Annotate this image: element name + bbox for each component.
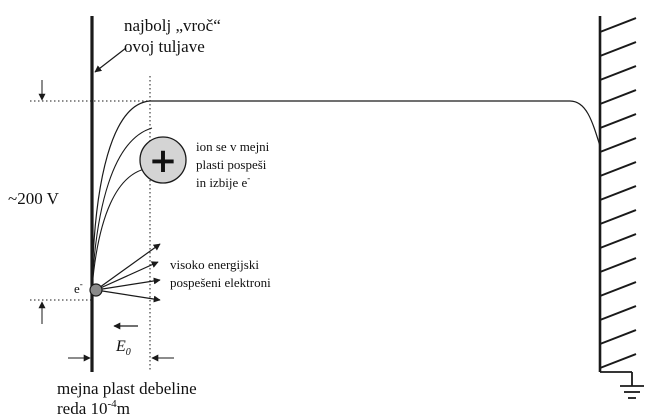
ion-label-line1: ion se v mejni	[196, 139, 270, 154]
electrons-label-line1: visoko energijski	[170, 257, 259, 272]
ion-label-line3: in izbije e-	[196, 173, 250, 190]
hottest-shell-arrow	[94, 47, 127, 73]
ion-trajectory-lower	[91, 167, 151, 289]
electrons-label-line2: pospešeni elektroni	[170, 275, 271, 290]
voltage-label: ~200 V	[8, 189, 60, 208]
ion-trajectory-upper	[91, 127, 153, 289]
ion-plus-sign: +	[149, 141, 178, 181]
hottest-shell-label-line1: najbolj „vroč“	[124, 16, 221, 35]
potential-curve	[91, 100, 601, 289]
hottest-shell-label-line2: ovoj tuljave	[124, 37, 205, 56]
electron-emission-arrows	[95, 243, 161, 303]
field-label: E0	[115, 338, 131, 358]
sheath-label-line1: mejna plast debeline	[57, 379, 197, 398]
ion-plus-icon: +	[139, 136, 187, 184]
ion-label-line2: plasti pospeši	[196, 157, 267, 172]
electron-label: e-	[74, 279, 83, 296]
sheath-label-line2: reda 10-4m	[57, 398, 130, 418]
electron-dot-icon	[89, 283, 103, 297]
wall-hatching	[599, 17, 637, 369]
ground-symbol-icon	[600, 371, 644, 399]
